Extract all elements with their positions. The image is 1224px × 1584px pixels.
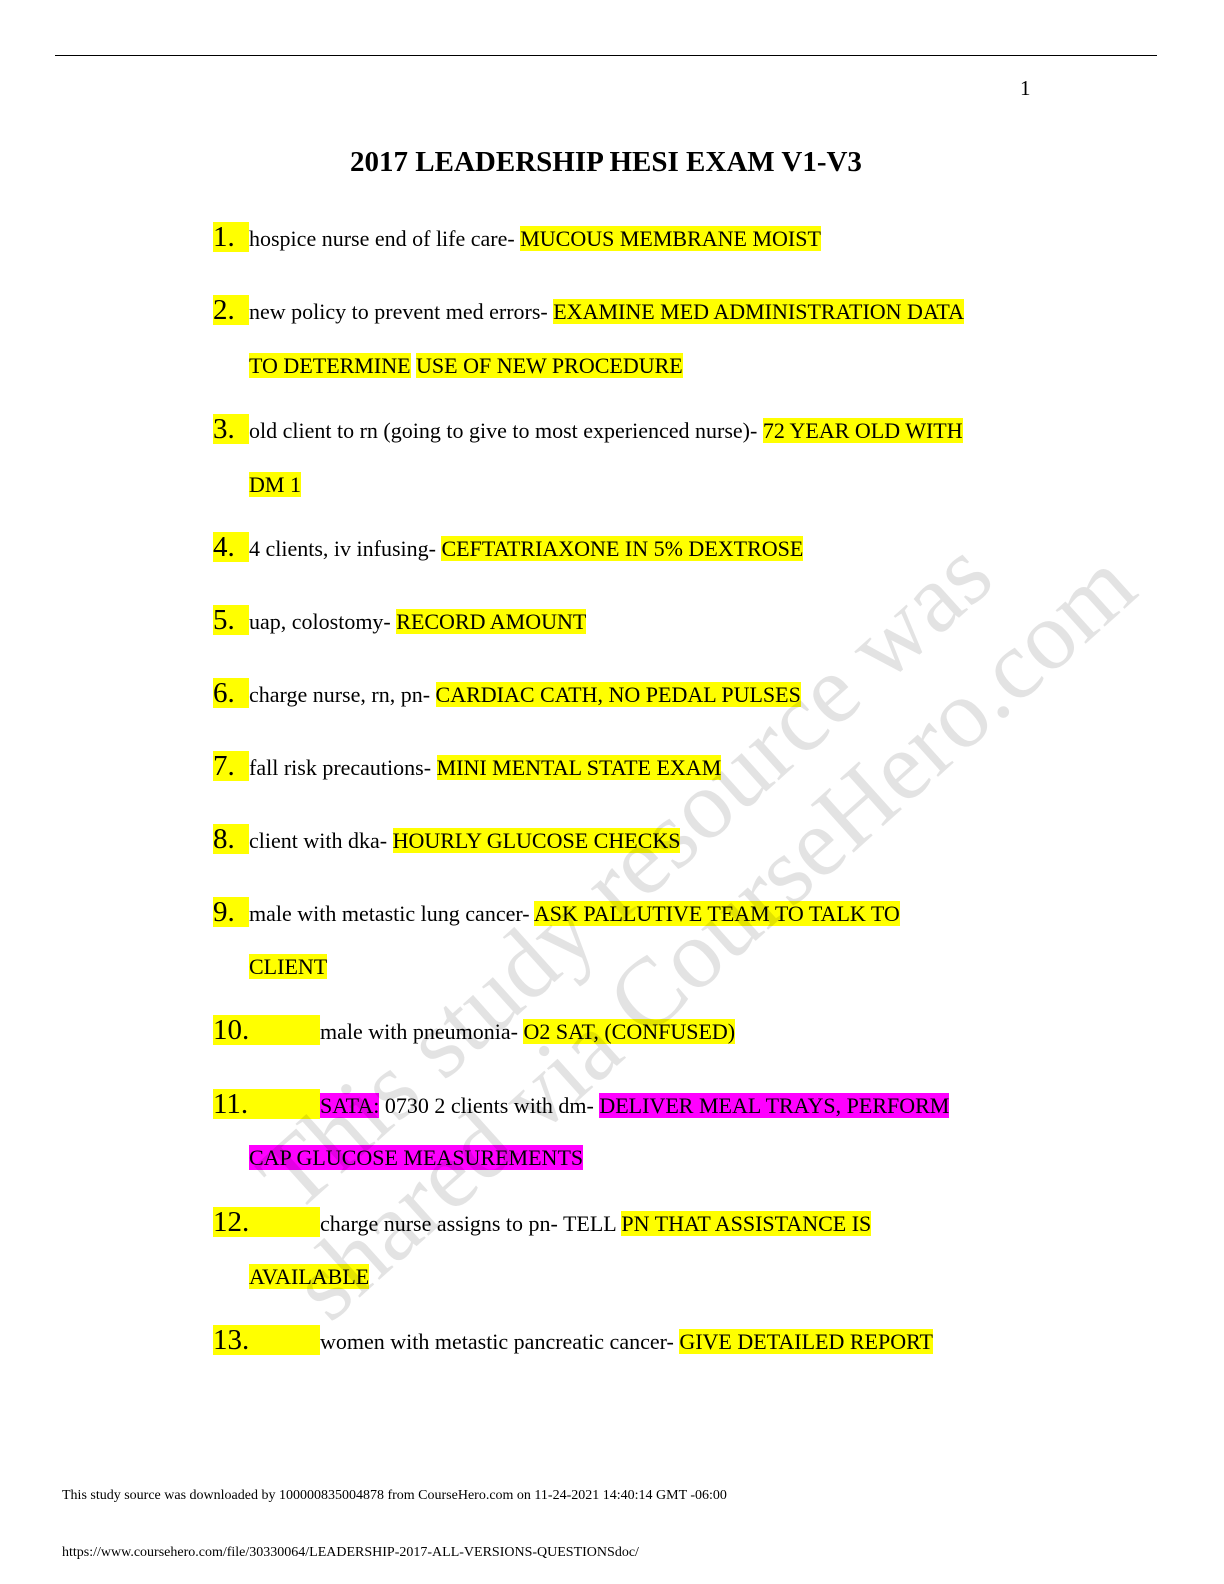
item-answer: CEFTATRIAXONE IN 5% DEXTROSE	[441, 536, 804, 561]
item-answer: RECORD AMOUNT	[396, 609, 587, 634]
item-answer: PN THAT ASSISTANCE IS	[621, 1211, 872, 1236]
list-item: 7.fall risk precautions- MINI MENTAL STA…	[213, 751, 722, 781]
footer-download-note: This study source was downloaded by 1000…	[62, 1488, 727, 1503]
list-item: 10.male with pneumonia- O2 SAT, (CONFUSE…	[213, 1015, 736, 1045]
list-item: 5.uap, colostomy- RECORD AMOUNT	[213, 605, 587, 635]
item-number: 9.	[213, 897, 249, 927]
item-answer-continued: DM 1	[249, 472, 301, 497]
item-answer: CARDIAC CATH, NO PEDAL PULSES	[435, 682, 801, 707]
item-question: women with metastic pancreatic cancer-	[320, 1329, 680, 1354]
document-title: 2017 LEADERSHIP HESI EXAM V1-V3	[350, 146, 862, 178]
footer-url-link[interactable]: https://www.coursehero.com/file/30330064…	[62, 1545, 639, 1560]
item-question: charge nurse assigns to pn- TELL	[320, 1211, 622, 1236]
list-item: 13.women with metastic pancreatic cancer…	[213, 1325, 933, 1355]
item-question: male with metastic lung cancer-	[249, 901, 534, 926]
item-question: charge nurse, rn, pn-	[249, 682, 436, 707]
item-answer: EXAMINE MED ADMINISTRATION DATA	[553, 299, 964, 324]
item-number: 11.	[213, 1089, 320, 1119]
item-answer: HOURLY GLUCOSE CHECKS	[392, 828, 681, 853]
item-number: 2.	[213, 295, 249, 325]
item-answer: DELIVER MEAL TRAYS, PERFORM	[599, 1093, 950, 1118]
item-number: 3.	[213, 414, 249, 444]
list-item: 1.hospice nurse end of life care- MUCOUS…	[213, 222, 821, 252]
list-item: 4.4 clients, iv infusing- CEFTATRIAXONE …	[213, 532, 804, 562]
list-item: 11.SATA: 0730 2 clients with dm- DELIVER…	[213, 1089, 950, 1119]
item-question: 0730 2 clients with dm-	[379, 1093, 600, 1118]
item-question: old client to rn (going to give to most …	[249, 418, 763, 443]
item-number: 10.	[213, 1015, 320, 1045]
item-number: 7.	[213, 751, 249, 781]
item-question: male with pneumonia-	[320, 1019, 524, 1044]
item-question: uap, colostomy-	[249, 609, 397, 634]
item-answer: O2 SAT, (CONFUSED)	[523, 1019, 736, 1044]
item-number: 6.	[213, 678, 249, 708]
page-number: 1	[1020, 76, 1031, 100]
list-item: 8.client with dka- HOURLY GLUCOSE CHECKS	[213, 824, 681, 854]
item-question: 4 clients, iv infusing-	[249, 536, 442, 561]
item-answer-continued: USE OF NEW PROCEDURE	[416, 353, 683, 378]
item-number: 4.	[213, 532, 249, 562]
item-answer: ASK PALLUTIVE TEAM TO TALK TO	[533, 901, 900, 926]
list-item: 6.charge nurse, rn, pn- CARDIAC CATH, NO…	[213, 678, 801, 708]
item-sata-label: SATA:	[320, 1093, 380, 1118]
item-number: 13.	[213, 1325, 320, 1355]
item-number: 1.	[213, 222, 249, 252]
list-item-continuation: DM 1	[249, 472, 301, 498]
header-rule	[55, 55, 1157, 56]
item-answer-continued: CAP GLUCOSE MEASUREMENTS	[249, 1145, 584, 1170]
list-item: 12.charge nurse assigns to pn- TELL PN T…	[213, 1207, 872, 1237]
item-answer: MINI MENTAL STATE EXAM	[436, 755, 722, 780]
list-item: 9.male with metastic lung cancer- ASK PA…	[213, 897, 900, 927]
item-number: 5.	[213, 605, 249, 635]
item-answer-continued: CLIENT	[249, 954, 328, 979]
item-question: hospice nurse end of life care-	[249, 226, 521, 251]
item-question: fall risk precautions-	[249, 755, 437, 780]
item-answer-continued: TO DETERMINE	[249, 353, 411, 378]
item-answer: MUCOUS MEMBRANE MOIST	[520, 226, 821, 251]
list-item: 3.old client to rn (going to give to mos…	[213, 414, 963, 444]
list-item: 2.new policy to prevent med errors- EXAM…	[213, 295, 964, 325]
list-item-continuation: CAP GLUCOSE MEASUREMENTS	[249, 1145, 584, 1171]
item-number: 8.	[213, 824, 249, 854]
list-item-continuation: CLIENT	[249, 954, 328, 980]
item-question: new policy to prevent med errors-	[249, 299, 554, 324]
item-number: 12.	[213, 1207, 320, 1237]
item-answer-continued: AVAILABLE	[249, 1264, 370, 1289]
list-item-continuation: TO DETERMINE USE OF NEW PROCEDURE	[249, 353, 683, 379]
item-question: client with dka-	[249, 828, 393, 853]
list-item-continuation: AVAILABLE	[249, 1264, 370, 1290]
item-answer: 72 YEAR OLD WITH	[762, 418, 963, 443]
item-answer: GIVE DETAILED REPORT	[679, 1329, 933, 1354]
